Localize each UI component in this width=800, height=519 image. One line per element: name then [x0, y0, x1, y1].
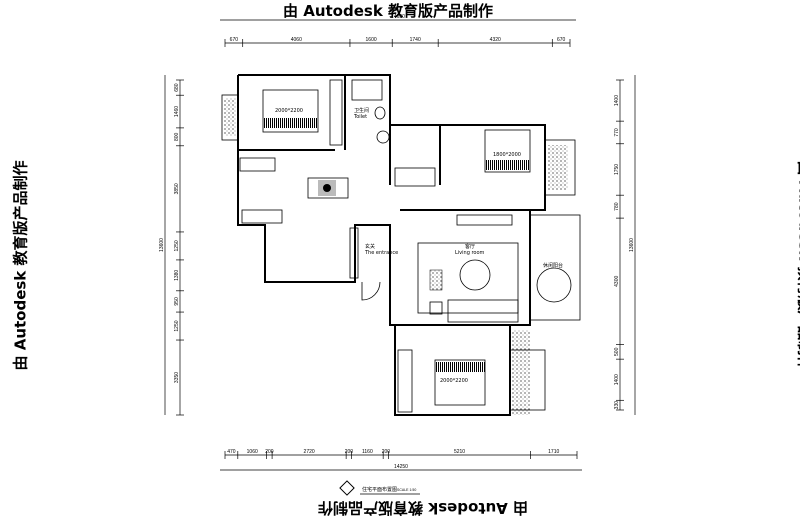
watermark-top: 由 Autodesk 教育版产品制作 [283, 2, 494, 20]
dim-bottom-segment-label: 200 [265, 449, 274, 455]
dim-left-segment-label: 680 [174, 83, 180, 92]
toilet-label-en: Toilet [353, 114, 367, 120]
leisure-balcony [529, 214, 581, 321]
dim-top-segment-label: 4060 [291, 37, 302, 43]
toilet: 卫生间 Toilet [351, 79, 390, 144]
dining-table [307, 177, 349, 199]
dim-bottom-segment-label: 2720 [304, 449, 315, 455]
entrance-label-cn: 玄关 [365, 243, 375, 250]
dim-top-total-label: 14630 [391, 14, 405, 20]
dim-bottom-segment-label: 1160 [362, 449, 373, 455]
dim-left-segment-label: 950 [174, 297, 180, 306]
drawing-title: 住宅平面布置图 [362, 486, 397, 493]
dim-right-segment-label: 1750 [614, 164, 620, 175]
dim-right-segment-label: 1400 [614, 374, 620, 385]
dim-right-segment-label: 4300 [614, 276, 620, 287]
dim-left-total-label: 13600 [159, 238, 165, 252]
wardrobe [397, 349, 413, 413]
tv-cabinet [456, 214, 513, 226]
dim-left-segment-label: 3350 [174, 372, 180, 383]
dim-right-segment-label: 780 [614, 202, 620, 211]
dim-left-segment-label: 800 [174, 132, 180, 141]
entrance: 玄关 The entrance [349, 227, 398, 301]
dim-top-segment-label: 4320 [490, 37, 501, 43]
kitchen-counter [239, 157, 276, 172]
third-bedroom: 2000*2200 [397, 349, 486, 413]
entrance-label-en: The entrance [364, 250, 398, 256]
drawing-scale: SCALE 1:50 [397, 488, 416, 492]
dim-right-segment-label: 770 [614, 128, 620, 137]
dim-top-segment-label: 1600 [366, 37, 377, 43]
dim-bottom-segment-label: 1710 [548, 449, 559, 455]
living-room: 客厅 Living room 休闲阳台 [417, 214, 572, 323]
title-block: 住宅平面布置图 SCALE 1:50 [339, 480, 420, 496]
dining-area [239, 157, 349, 224]
balcony-label: 休闲阳台 [543, 262, 563, 269]
third-bed-size: 2000*2200 [440, 378, 468, 384]
living-label-en: Living room [455, 250, 485, 256]
wardrobe [329, 79, 343, 146]
dimension-lines: 14630 670 4060 1600 1740 4320 670 470 1060 200 272… [159, 14, 636, 471]
dim-bottom-segment-label: 470 [227, 449, 236, 455]
dim-bottom-segment-label: 5210 [454, 449, 465, 455]
dim-bottom-segment-label: 1060 [247, 449, 258, 455]
dim-right-total-label: 13600 [629, 238, 635, 252]
second-bed-size: 1800*2000 [493, 152, 521, 158]
master-bed-size: 2000*2200 [275, 108, 303, 114]
second-bedroom: 1800*2000 [394, 129, 531, 187]
dim-top-segment-label: 1740 [410, 37, 421, 43]
toilet-label-cn: 卫生间 [354, 107, 369, 114]
dim-left-segment-label: 3850 [174, 183, 180, 194]
dim-left-segment-label: 1380 [174, 270, 180, 281]
dim-right-segment-label: 1400 [614, 95, 620, 106]
dim-right-segment-label: 330 [614, 401, 620, 410]
dim-left-segment-label: 1250 [174, 240, 180, 251]
dim-top-segment-label: 670 [557, 37, 566, 43]
dim-left-segment-label: 1250 [174, 320, 180, 331]
living-label-cn: 客厅 [465, 243, 475, 250]
dim-bottom-segment-label: 200 [382, 449, 391, 455]
dim-left-segment-label: 1460 [174, 106, 180, 117]
master-bedroom: 2000*2200 [262, 79, 343, 146]
balcony-right-top [544, 139, 576, 196]
balcony-left [221, 94, 239, 141]
walls [221, 74, 581, 416]
dim-right-segment-label: 500 [614, 347, 620, 356]
dim-top-segment-label: 670 [230, 37, 239, 43]
dim-bottom-segment-label: 200 [345, 449, 354, 455]
dim-bottom-total-label: 14250 [394, 464, 408, 470]
sofa [447, 299, 519, 323]
